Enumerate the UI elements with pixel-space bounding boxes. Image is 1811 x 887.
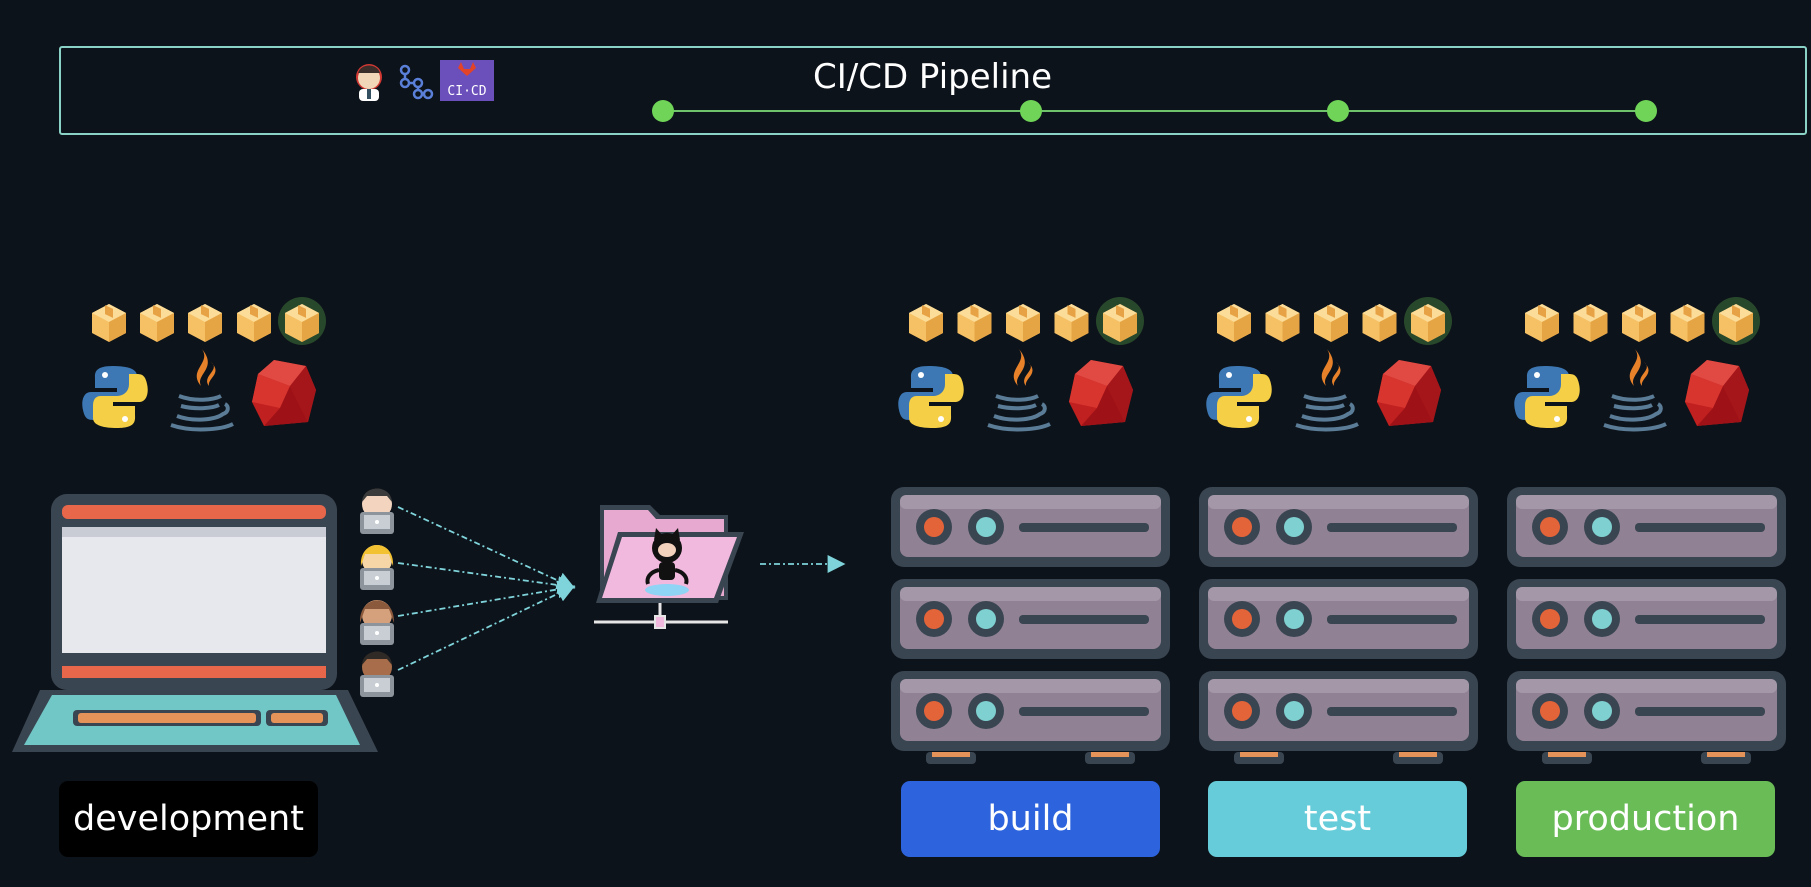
pipeline-node-test bbox=[1327, 100, 1349, 122]
test-server-icon bbox=[1199, 487, 1478, 764]
production-label: production bbox=[1516, 781, 1775, 857]
build-server-icon bbox=[891, 487, 1170, 764]
test-environment bbox=[1199, 297, 1478, 764]
laptop-icon bbox=[12, 494, 378, 752]
ruby-icon bbox=[1377, 360, 1441, 426]
package-icon bbox=[1573, 304, 1608, 342]
package-icon bbox=[1006, 304, 1040, 342]
ruby-icon bbox=[1069, 360, 1133, 426]
gitlab-ci-cd-icon: CI·CD bbox=[440, 60, 494, 101]
developer-3 bbox=[359, 600, 395, 645]
package-icon bbox=[1622, 304, 1656, 342]
dev-languages bbox=[82, 346, 316, 432]
package-icon bbox=[1362, 304, 1397, 342]
pipeline-track bbox=[652, 100, 1657, 122]
pipeline-node-build bbox=[1020, 100, 1042, 122]
svg-text:CI·CD: CI·CD bbox=[447, 84, 486, 99]
java-icon bbox=[1602, 346, 1668, 432]
pipeline-frame bbox=[59, 46, 1807, 135]
development-label: development bbox=[59, 781, 318, 857]
package-icon bbox=[1670, 304, 1705, 342]
java-icon bbox=[169, 346, 235, 432]
java-icon bbox=[1294, 346, 1360, 432]
package-icon bbox=[1314, 304, 1348, 342]
python-icon bbox=[82, 366, 148, 428]
pipeline-node-development bbox=[652, 100, 674, 122]
pipeline-node-production bbox=[1635, 100, 1657, 122]
package-icon bbox=[1525, 304, 1559, 342]
ruby-icon bbox=[1685, 360, 1749, 426]
developer-1 bbox=[360, 488, 394, 534]
gitlab-graph-icon bbox=[399, 64, 434, 100]
github-folder-icon bbox=[594, 505, 744, 629]
build-environment bbox=[891, 297, 1170, 764]
package-icon bbox=[909, 304, 943, 342]
production-packages bbox=[1525, 297, 1760, 345]
ruby-icon bbox=[252, 360, 316, 426]
push-arrows bbox=[397, 506, 846, 671]
python-icon bbox=[898, 366, 964, 428]
package-icon bbox=[1265, 304, 1300, 342]
package-icon bbox=[1054, 304, 1089, 342]
java-icon bbox=[986, 346, 1052, 432]
package-icon bbox=[957, 304, 992, 342]
pipeline-title: CI/CD Pipeline bbox=[812, 57, 1052, 97]
python-icon bbox=[1206, 366, 1272, 428]
jenkins-icon bbox=[356, 64, 382, 101]
developer-2 bbox=[360, 545, 394, 590]
test-label: test bbox=[1208, 781, 1467, 857]
production-server-icon bbox=[1507, 487, 1786, 764]
python-icon bbox=[1514, 366, 1580, 428]
test-packages bbox=[1217, 297, 1452, 345]
build-packages bbox=[909, 297, 1144, 345]
package-icon bbox=[1217, 304, 1251, 342]
dev-packages bbox=[92, 297, 326, 345]
developer-4 bbox=[360, 651, 394, 697]
build-label: build bbox=[901, 781, 1160, 857]
production-environment bbox=[1507, 297, 1786, 764]
